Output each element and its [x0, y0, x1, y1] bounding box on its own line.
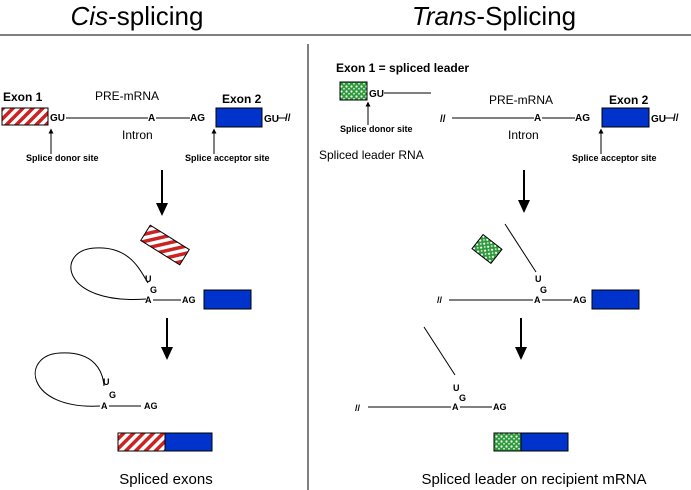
- cis-gu-label: GU: [50, 113, 65, 124]
- trans-y-break: //: [437, 295, 443, 305]
- trans-step-arrowhead-1: [518, 200, 530, 213]
- trans-ag-label: AG: [575, 113, 590, 124]
- trans-y-ag: AG: [573, 295, 587, 305]
- cis-title: Cis-splicing: [71, 1, 204, 31]
- cis-gu2-label: GU: [264, 114, 279, 125]
- trans-y-exon2: [591, 289, 640, 310]
- trans-title-italic: Trans: [412, 1, 477, 31]
- cis-step-arrowhead-1: [156, 203, 168, 216]
- trans-y2-u: U: [453, 383, 460, 393]
- cis-lariat-u: U: [145, 274, 152, 284]
- trans-exon2-box: [601, 107, 650, 128]
- cis-exon1-box: [1, 107, 49, 126]
- trans-branch-a: A: [534, 113, 541, 124]
- trans-y-u: U: [535, 274, 542, 284]
- cis-intron-label: Intron: [122, 128, 153, 142]
- cis-lariat2-loop: [34, 352, 105, 407]
- trans-step-arrowhead-2: [515, 347, 527, 360]
- cis-branch-a: A: [148, 113, 155, 124]
- trans-sl-gu: GU: [369, 89, 384, 100]
- trans-y2-ag: AG: [493, 402, 507, 412]
- cis-lariat2-a: A: [101, 401, 108, 411]
- cis-donor-label: Splice donor site: [26, 153, 99, 163]
- trans-y2-arm: [423, 326, 456, 376]
- trans-spliced-exon2: [520, 432, 569, 452]
- trans-exon2-label: Exon 2: [609, 93, 649, 107]
- cis-exon2-label: Exon 2: [222, 92, 262, 106]
- cis-lariat-exon2: [203, 289, 252, 310]
- cis-ag-label: AG: [190, 113, 205, 124]
- trans-y2-g: G: [459, 393, 466, 403]
- cis-pre-mrna-label: PRE-mRNA: [95, 89, 159, 103]
- cis-lariat2-g: G: [109, 390, 116, 400]
- trans-exon1-sl-label: Exon 1 = spliced leader: [336, 61, 469, 75]
- cis-step-arrowhead-2: [161, 347, 173, 360]
- trans-y-g: G: [540, 285, 547, 295]
- trans-donor-label: Splice donor site: [340, 124, 413, 134]
- cis-exon1-label: Exon 1: [3, 90, 43, 104]
- cis-lariat-g: G: [150, 285, 157, 295]
- cis-spliced-exon2: [164, 432, 213, 452]
- trans-intron-label: Intron: [508, 128, 539, 142]
- trans-title: Trans-Splicing: [412, 1, 576, 31]
- trans-y-arm: [504, 223, 537, 273]
- trans-title-rest: -Splicing: [476, 1, 576, 31]
- trans-break-left: //: [440, 114, 446, 125]
- cis-lariat-ag: AG: [182, 295, 196, 305]
- trans-result-label: Spliced leader on recipient mRNA: [421, 471, 646, 488]
- cis-released-exon1: [140, 224, 190, 266]
- trans-y2-break: //: [355, 403, 361, 413]
- trans-acceptor-label: Splice acceptor site: [572, 153, 657, 163]
- cis-result-label: Spliced exons: [119, 471, 212, 488]
- cis-acceptor-label: Splice acceptor site: [185, 153, 270, 163]
- cis-lariat2-ag: AG: [144, 401, 158, 411]
- trans-break-right: //: [673, 113, 679, 124]
- trans-pre-mrna-label: PRE-mRNA: [489, 93, 553, 107]
- cis-lariat2-u: U: [103, 377, 110, 387]
- trans-spliced-leader: [493, 432, 522, 452]
- trans-y2-a: A: [452, 402, 459, 412]
- cis-break-mark: //: [285, 113, 291, 124]
- cis-lariat-a: A: [145, 295, 152, 305]
- cis-exon2-box: [215, 107, 263, 128]
- cis-title-italic: Cis: [71, 1, 109, 31]
- trans-sl-exon-box: [339, 81, 368, 101]
- trans-gu2-label: GU: [651, 114, 666, 125]
- trans-sl-rna-label: Spliced leader RNA: [319, 148, 424, 162]
- cis-title-rest: -splicing: [108, 1, 203, 31]
- trans-released-sl: [471, 233, 503, 265]
- cis-spliced-exon1: [117, 432, 166, 452]
- trans-y-a: A: [534, 295, 541, 305]
- cis-lariat-loop: [70, 247, 149, 300]
